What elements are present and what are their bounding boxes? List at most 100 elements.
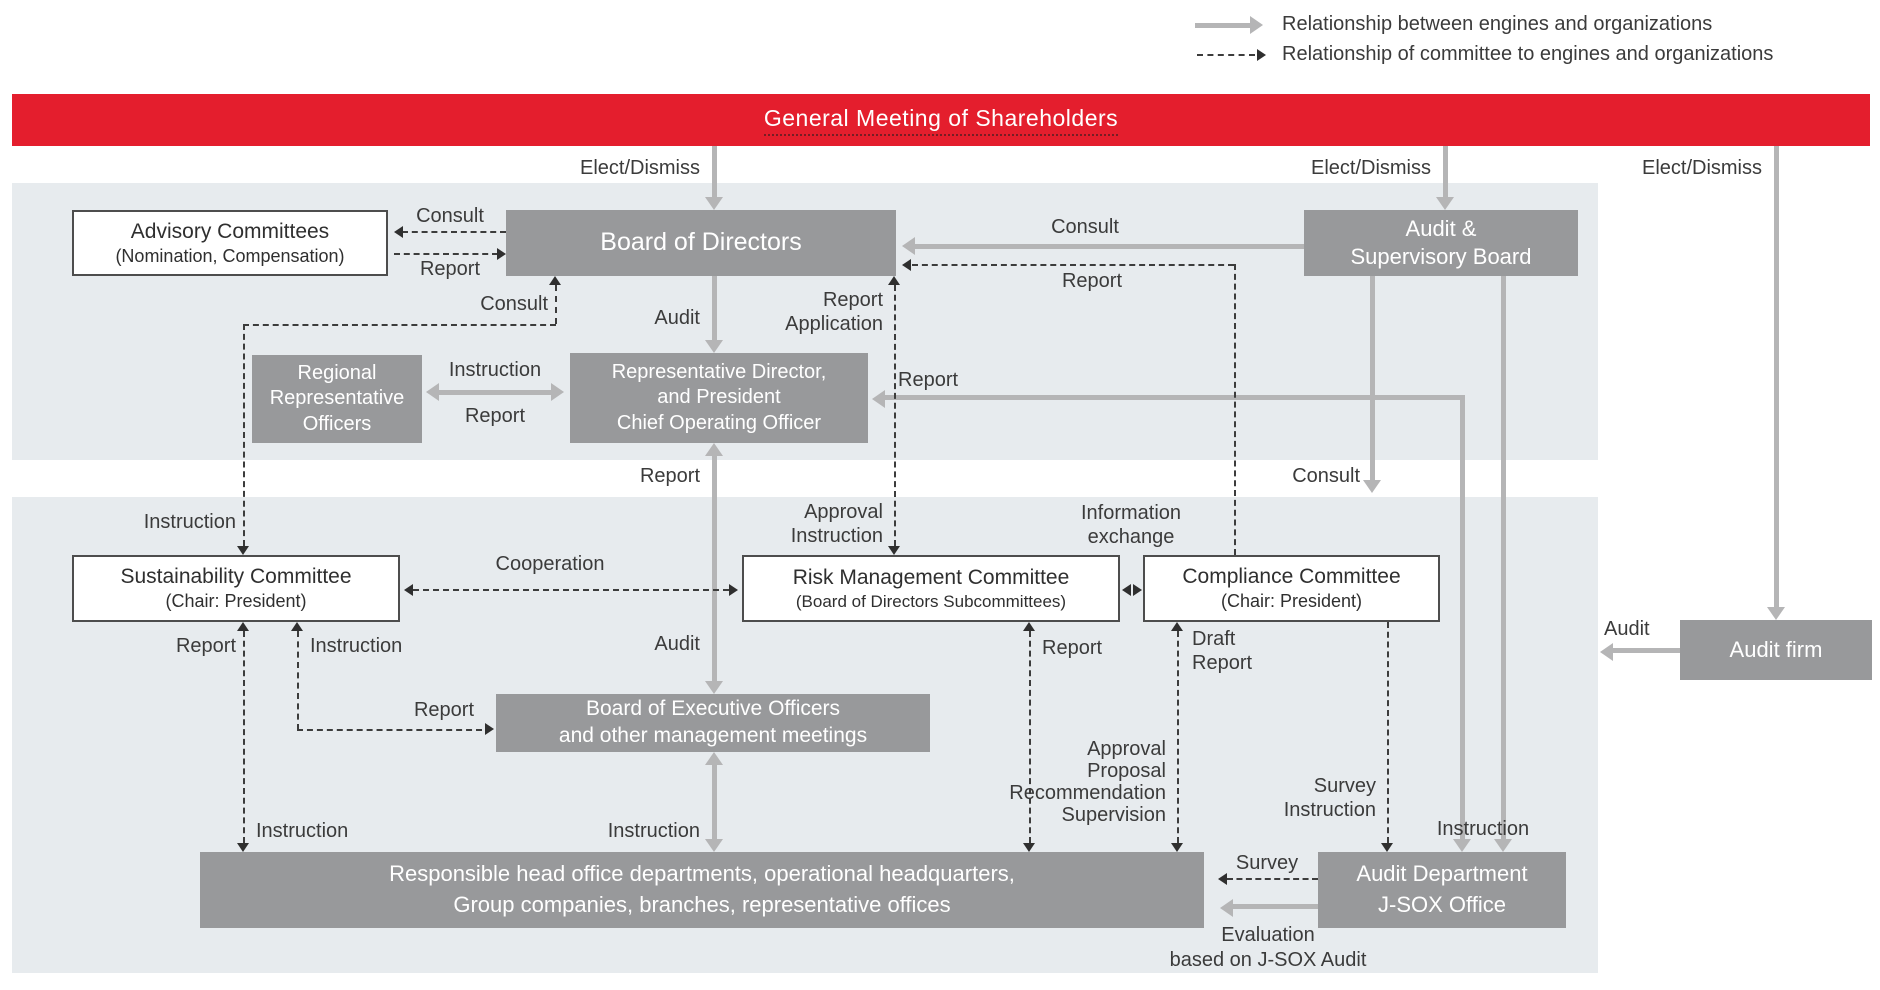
dashed-rmc-bod-head-up <box>888 276 900 285</box>
label-report-regional: Report <box>464 405 526 427</box>
asb-line2: Supervisory Board <box>1350 244 1532 269</box>
dashed-cc-responsible <box>1177 631 1179 843</box>
label-approval-to-rmc: Approval <box>804 501 883 523</box>
label-survey-auditdept-responsible: Survey <box>1235 852 1299 874</box>
bod-label: Board of Directors <box>600 228 802 257</box>
label-report-sus-down: Report <box>175 635 236 657</box>
arrow-regional-repdir-head-left <box>426 383 439 401</box>
repdir-line2: and President <box>657 386 781 409</box>
dashed-sus-exec-v <box>297 631 299 730</box>
label-instruction-auditdept: Instruction <box>1436 818 1530 840</box>
label-recommendation-cc: Recommendation <box>1009 782 1166 804</box>
dashed-cooperation-head-left <box>404 584 413 596</box>
arrow-asb-consult-down <box>1370 276 1375 480</box>
dashed-sus-responsible <box>243 631 245 843</box>
arrow-exec-repdir-head-up <box>705 443 723 456</box>
general-meeting-banner: General Meeting of Shareholders <box>12 94 1870 146</box>
label-report-rmc-down: Report <box>1042 637 1103 659</box>
label-supervision-cc: Supervision <box>1061 804 1166 826</box>
label-consult-sus-bod: Consult <box>480 293 548 315</box>
dashed-cc-responsible-head-down <box>1171 843 1183 852</box>
box-responsible-departments: Responsible head office departments, ope… <box>200 852 1204 928</box>
label-application-rmc-bod: Application <box>785 313 883 335</box>
audit-firm-label: Audit firm <box>1729 637 1823 663</box>
arrow-gms-bod <box>712 146 717 197</box>
sustainability-line2: (Chair: President) <box>165 591 307 612</box>
label-evaluation-line1: Evaluation <box>1221 924 1315 946</box>
dashed-cc-bod-report-v <box>1234 264 1236 555</box>
legend-dashed-arrow-icon <box>1197 54 1255 56</box>
risk-line1: Risk Management Committee <box>792 565 1070 589</box>
legend-solid-arrow-icon <box>1195 23 1250 28</box>
arrow-auditdept-repdir-report-head <box>872 390 885 408</box>
label-survey-cc-auditdept: Survey <box>1313 775 1376 797</box>
arrow-bod-repdir-audit <box>712 276 717 340</box>
dashed-sus-bod-h <box>243 324 556 326</box>
banner-title: General Meeting of Shareholders <box>763 105 1119 136</box>
arrow-exec-responsible-head-up <box>705 752 723 765</box>
dashed-rmc-bod-head-down <box>888 546 900 555</box>
box-audit-firm: Audit firm <box>1680 620 1872 680</box>
executive-line1: Board of Executive Officers <box>585 697 841 721</box>
legend-dashed-arrowhead-icon <box>1257 49 1266 61</box>
label-audit-repdir-exec: Audit <box>654 633 700 655</box>
arrow-auditfirm-audit <box>1613 648 1680 653</box>
label-report-rmc-bod: Report <box>822 289 883 311</box>
label-consult-advisory: Consult <box>416 205 484 227</box>
sustainability-line1: Sustainability Committee <box>120 565 352 589</box>
dashed-cc-responsible-head-up <box>1171 622 1183 631</box>
label-elect-dismiss-auditfirm: Elect/Dismiss <box>1641 157 1762 179</box>
label-instruction-to-sus: Instruction <box>143 511 236 533</box>
arrow-exec-responsible-head-down <box>705 839 723 852</box>
compliance-line1: Compliance Committee <box>1182 565 1401 589</box>
label-report-advisory: Report <box>419 258 481 280</box>
dashed-auditdept-responsible-survey-head <box>1218 873 1227 885</box>
arrow-into-auditdept-head-2 <box>1494 839 1512 852</box>
arrow-auditdept-repdir-report-h <box>885 395 1462 400</box>
dashed-info-exchange-head-right <box>1133 584 1142 596</box>
dashed-bod-advisory-consult <box>402 231 506 233</box>
arrow-asb-bod-consult-head <box>902 237 915 255</box>
label-approval-cc: Approval <box>1087 738 1166 760</box>
dashed-auditdept-responsible-survey <box>1227 878 1318 880</box>
arrow-exec-repdir-head-down <box>705 681 723 694</box>
risk-line2: (Board of Directors Subcommittees) <box>795 592 1067 611</box>
regional-line2: Representative <box>269 387 405 410</box>
label-instruction-bottom-left: Instruction <box>256 820 349 842</box>
audit-dept-line2: J-SOX Office <box>1378 892 1506 917</box>
label-cooperation: Cooperation <box>495 553 605 575</box>
label-elect-dismiss-bod: Elect/Dismiss <box>579 157 700 179</box>
repdir-line3: Chief Operating Officer <box>616 411 822 434</box>
label-draft-cc: Draft <box>1192 628 1236 650</box>
dashed-cc-auditdept <box>1387 622 1389 843</box>
dashed-sus-bod-v2 <box>555 285 557 324</box>
label-consult-asb-down: Consult <box>1292 465 1360 487</box>
label-audit-firm-arrow: Audit <box>1604 618 1650 640</box>
box-risk-management-committee: Risk Management Committee (Board of Dire… <box>742 555 1120 622</box>
arrow-gms-auditfirm <box>1774 146 1779 607</box>
arrow-into-auditdept-head-1 <box>1453 839 1471 852</box>
advisory-line2: (Nomination, Compensation) <box>115 245 345 266</box>
label-instruction-regional: Instruction <box>448 359 542 381</box>
dashed-cc-bod-report-head <box>902 259 911 271</box>
label-audit-bod-repdir: Audit <box>654 307 700 329</box>
label-evaluation-line2: based on J-SOX Audit <box>1169 949 1367 971</box>
arrow-exec-repdir <box>712 456 717 681</box>
box-audit-supervisory-board: Audit & Supervisory Board <box>1304 210 1578 276</box>
box-audit-department: Audit Department J-SOX Office <box>1318 852 1566 928</box>
dashed-rmc-responsible-head-up <box>1023 622 1035 631</box>
arrow-asb-bod-consult <box>915 244 1304 249</box>
box-advisory-committees: Advisory Committees (Nomination, Compens… <box>72 210 388 276</box>
dashed-sus-exec-head-up <box>291 622 303 631</box>
label-instruction-cc-auditdept: Instruction <box>1283 799 1376 821</box>
dashed-bod-advisory-consult-head <box>394 226 403 238</box>
label-elect-dismiss-asb: Elect/Dismiss <box>1310 157 1431 179</box>
legend-dashed-label: Relationship of committee to engines and… <box>1282 43 1774 65</box>
dashed-sus-bod-consult-head <box>549 276 561 285</box>
box-board-of-directors: Board of Directors <box>506 210 896 276</box>
box-regional-representative-officers: Regional Representative Officers <box>252 355 422 443</box>
arrow-auditfirm-audit-head <box>1600 643 1613 661</box>
dashed-advisory-bod-report <box>394 253 498 255</box>
label-report-auditdept-repdir: Report <box>898 369 959 391</box>
